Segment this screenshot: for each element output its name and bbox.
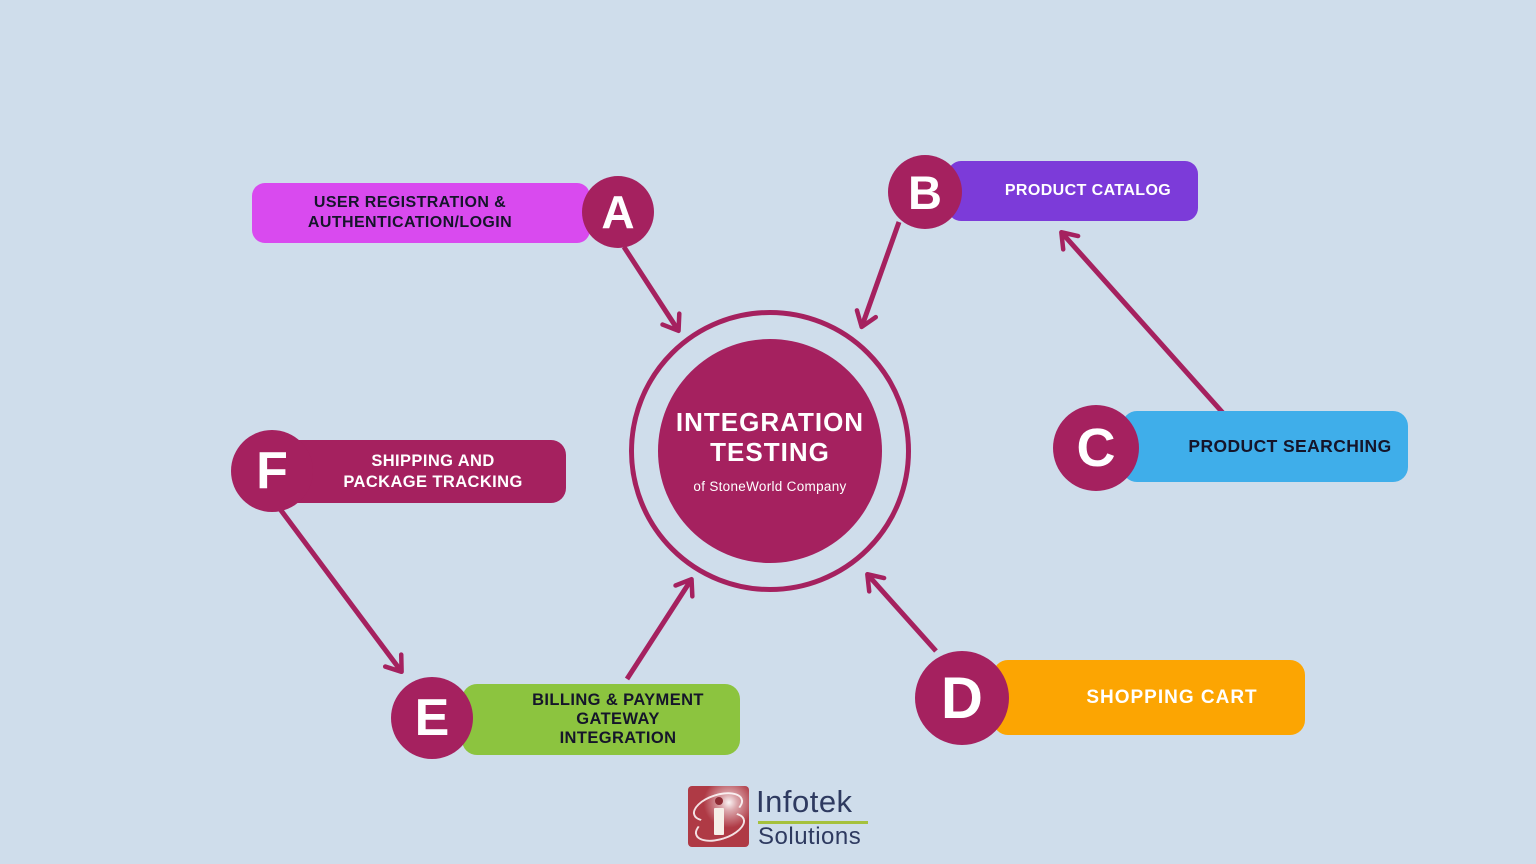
arrow-b-to-center [854, 221, 902, 330]
pill-product-searching: PRODUCT SEARCHING [1122, 411, 1408, 482]
center-outer-ring [629, 310, 911, 592]
pill-shipping-tracking: SHIPPING AND PACKAGE TRACKING [240, 440, 566, 503]
center-hub: INTEGRATION TESTING of StoneWorld Compan… [658, 339, 882, 563]
arrow-e-to-center [624, 576, 695, 681]
badge-f: F [231, 430, 313, 512]
badge-a: A [582, 176, 654, 248]
badge-c: C [1053, 405, 1139, 491]
logo-i-stem [714, 808, 724, 835]
logo-sub-name: Solutions [758, 822, 862, 850]
pill-user-registration: USER REGISTRATION & AUTHENTICATION/LOGIN [252, 183, 590, 243]
pill-user-registration-label: USER REGISTRATION & AUTHENTICATION/LOGIN [307, 194, 513, 231]
pill-billing-payment: BILLING & PAYMENT GATEWAY INTEGRATION [462, 684, 740, 755]
pill-product-catalog: PRODUCT CATALOG [948, 161, 1198, 221]
logo-i-dot [715, 797, 723, 805]
center-title: INTEGRATION TESTING [675, 406, 865, 467]
logo: Infotek Solutions [688, 784, 868, 850]
arrow-c-to-b [1059, 230, 1225, 415]
logo-divider [758, 820, 868, 824]
badge-e: E [391, 677, 473, 759]
pill-shopping-cart: SHOPPING CART [993, 660, 1305, 735]
logo-brand-name: Infotek [756, 784, 853, 819]
badge-b: B [888, 155, 962, 229]
logo-text: Infotek Solutions [756, 784, 868, 850]
pill-product-searching-label: PRODUCT SEARCHING [1188, 435, 1392, 456]
arrow-d-to-center [865, 572, 938, 653]
pill-billing-payment-label: BILLING & PAYMENT GATEWAY INTEGRATION [532, 691, 704, 747]
infotek-logo-icon [688, 786, 749, 847]
center-subtitle: of StoneWorld Company [693, 479, 847, 495]
pill-shopping-cart-label: SHOPPING CART [1086, 686, 1258, 708]
pill-product-catalog-label: PRODUCT CATALOG [1004, 182, 1172, 199]
arrow-f-to-e [277, 507, 404, 675]
badge-d: D [915, 651, 1009, 745]
arrow-a-to-center [621, 245, 682, 334]
pill-shipping-tracking-label: SHIPPING AND PACKAGE TRACKING [343, 451, 523, 491]
